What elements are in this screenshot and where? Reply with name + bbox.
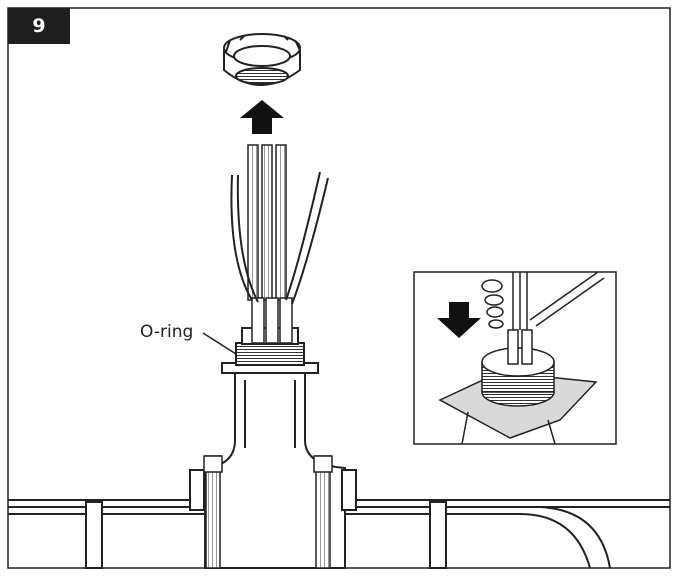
wires [230,171,329,305]
sink-pipe [8,499,670,569]
retaining-nut [223,33,301,86]
inset-detail [413,271,617,445]
cap-pieces [481,279,504,329]
o-ring-leader [202,332,237,355]
step-number-badge: 9 [8,8,70,44]
valve-body [189,371,357,569]
cartridge-tubes [247,144,293,344]
down-arrow-icon [437,302,481,338]
up-arrow-icon [240,100,284,134]
mounting-bolts [203,455,333,569]
o-ring-label: O-ring [140,322,194,342]
